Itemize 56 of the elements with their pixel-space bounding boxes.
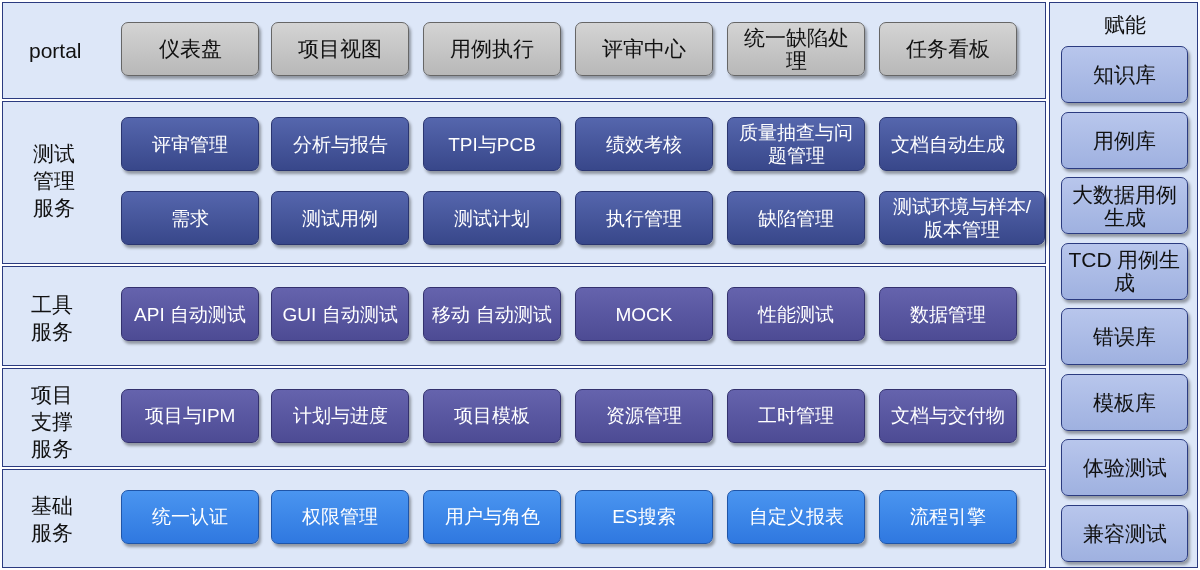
service-box: 用户与角色 (423, 489, 561, 544)
capability-box: 知识库 (1061, 46, 1188, 103)
layer-band (2, 2, 1046, 99)
service-box: GUI 自动测试 (271, 287, 409, 341)
layer-band (2, 266, 1046, 366)
service-box: 数据管理 (879, 287, 1017, 341)
service-box: 项目与IPM (121, 388, 259, 443)
capability-box: 体验测试 (1061, 439, 1188, 496)
service-box: 需求 (121, 191, 259, 245)
service-box: 执行管理 (575, 191, 713, 245)
service-box: API 自动测试 (121, 287, 259, 341)
layer-band (2, 368, 1046, 467)
service-box: 测试计划 (423, 191, 561, 245)
layer-title: 赋能 (1102, 12, 1147, 38)
service-box: 质量抽查与问题管理 (727, 117, 865, 171)
service-box: 评审管理 (121, 117, 259, 171)
capability-box: TCD 用例生成 (1061, 242, 1188, 300)
service-box: 移动 自动测试 (423, 287, 561, 341)
service-box: 测试环境与样本/版本管理 (879, 191, 1045, 245)
service-box: TPI与PCB (423, 117, 561, 171)
capability-box: 模板库 (1061, 373, 1188, 431)
service-box: 性能测试 (727, 287, 865, 341)
capability-box: 大数据用例生成 (1061, 177, 1188, 234)
layer-title: 工具服务 (31, 292, 74, 345)
service-box: 文档自动生成 (879, 117, 1017, 171)
layer-band (2, 469, 1046, 568)
layer-band (2, 101, 1046, 264)
side-panel (1049, 2, 1198, 568)
service-box: 流程引擎 (879, 489, 1017, 544)
service-box: 测试用例 (271, 191, 409, 245)
service-box: 缺陷管理 (727, 191, 865, 245)
service-box: 自定义报表 (727, 489, 865, 544)
portal-box: 仪表盘 (121, 21, 259, 76)
service-box: 分析与报告 (271, 117, 409, 171)
service-box: 权限管理 (271, 489, 409, 544)
portal-box: 统一缺陷处理 (727, 21, 865, 76)
capability-box: 兼容测试 (1061, 504, 1188, 562)
layer-title: 基础服务 (31, 493, 74, 546)
service-box: 统一认证 (121, 489, 259, 544)
service-box: 工时管理 (727, 388, 865, 443)
portal-box: 用例执行 (423, 21, 561, 76)
portal-box: 任务看板 (879, 21, 1017, 76)
service-box: 项目模板 (423, 388, 561, 443)
service-box: 资源管理 (575, 388, 713, 443)
portal-box: 项目视图 (271, 21, 409, 76)
capability-box: 用例库 (1061, 111, 1188, 169)
service-box: 计划与进度 (271, 388, 409, 443)
service-box: 绩效考核 (575, 117, 713, 171)
capability-box: 错误库 (1061, 308, 1188, 365)
layer-title: 测试管理服务 (33, 141, 76, 221)
service-box: 文档与交付物 (879, 388, 1017, 443)
service-box: ES搜索 (575, 489, 713, 544)
layer-title: portal (29, 38, 83, 64)
portal-box: 评审中心 (575, 21, 713, 76)
layer-title: 项目支撑服务 (31, 382, 74, 462)
service-box: MOCK (575, 287, 713, 341)
